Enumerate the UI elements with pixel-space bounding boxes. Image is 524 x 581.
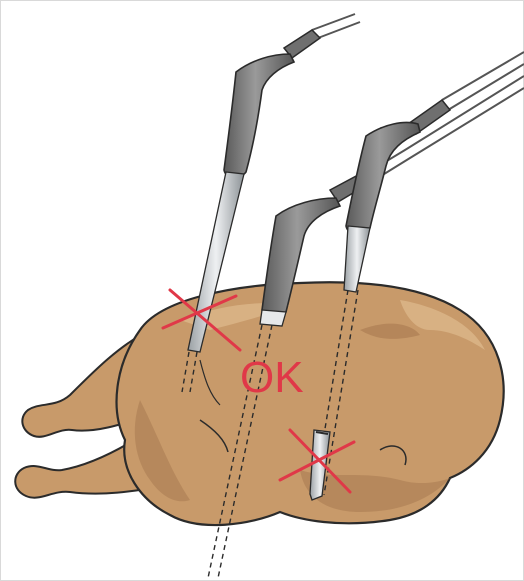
probe-right-handle	[346, 123, 420, 235]
probe-middle-tip-collar	[260, 310, 286, 326]
probe-left-cable	[312, 14, 360, 38]
ok-label: OK	[240, 353, 304, 402]
turkey	[15, 282, 503, 525]
probe-right-shaft	[344, 226, 370, 292]
probe-left-handle	[224, 54, 294, 178]
